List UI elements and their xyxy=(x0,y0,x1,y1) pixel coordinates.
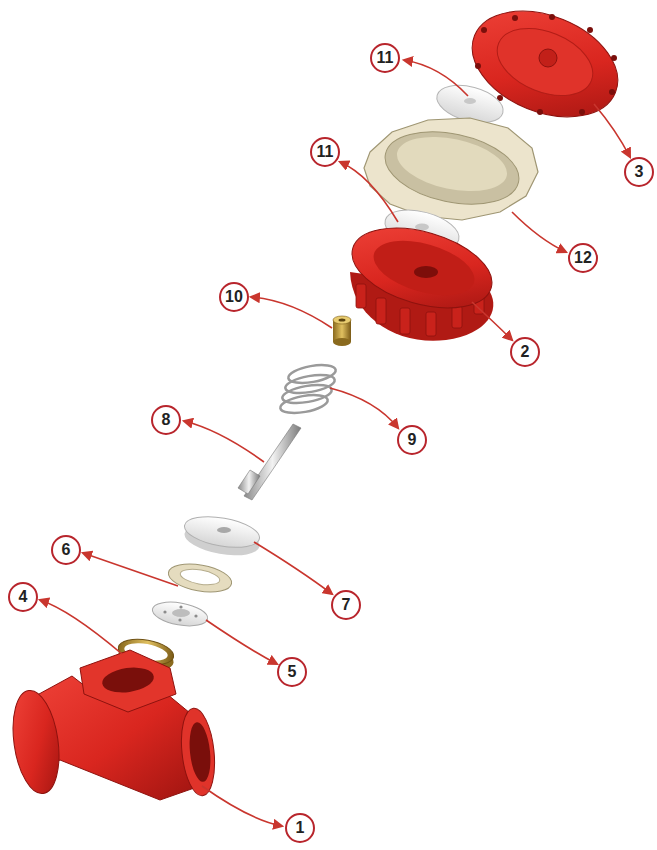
callout-text: 9 xyxy=(408,432,417,448)
bushing xyxy=(333,316,351,346)
callout-number: 5 xyxy=(277,657,307,687)
callout-text: 1 xyxy=(296,820,305,836)
callout-text: 3 xyxy=(635,164,644,180)
callout-text: 8 xyxy=(162,412,171,428)
stem xyxy=(238,424,301,500)
callout-number: 11 xyxy=(310,137,340,167)
callout-text: 10 xyxy=(225,289,243,305)
callout-number: 4 xyxy=(8,582,38,612)
callout-number: 12 xyxy=(568,243,598,273)
callout-text: 11 xyxy=(377,50,394,66)
callout-number: 3 xyxy=(624,157,654,187)
callout-number: 8 xyxy=(151,405,181,435)
callout-number: 2 xyxy=(510,337,540,367)
disc-retainer xyxy=(182,512,262,561)
callout-number: 6 xyxy=(51,535,81,565)
callout-number: 11 xyxy=(370,43,400,73)
callout-number: 10 xyxy=(219,282,249,312)
callout-text: 6 xyxy=(62,542,71,558)
diaphragm xyxy=(364,118,538,220)
callout-number: 9 xyxy=(397,425,427,455)
valve-body xyxy=(7,650,219,800)
seal-ring xyxy=(166,560,234,597)
callout-text: 11 xyxy=(317,144,334,160)
spring xyxy=(279,362,337,416)
callout-text: 12 xyxy=(574,250,592,266)
callout-number: 7 xyxy=(331,590,361,620)
callout-text: 5 xyxy=(288,664,297,680)
leader-arrows xyxy=(40,60,630,826)
disc-guide xyxy=(151,598,210,629)
callout-text: 7 xyxy=(342,597,351,613)
callout-number: 1 xyxy=(285,813,315,843)
callout-text: 2 xyxy=(521,344,530,360)
callout-text: 4 xyxy=(19,589,28,605)
bonnet xyxy=(343,214,501,341)
